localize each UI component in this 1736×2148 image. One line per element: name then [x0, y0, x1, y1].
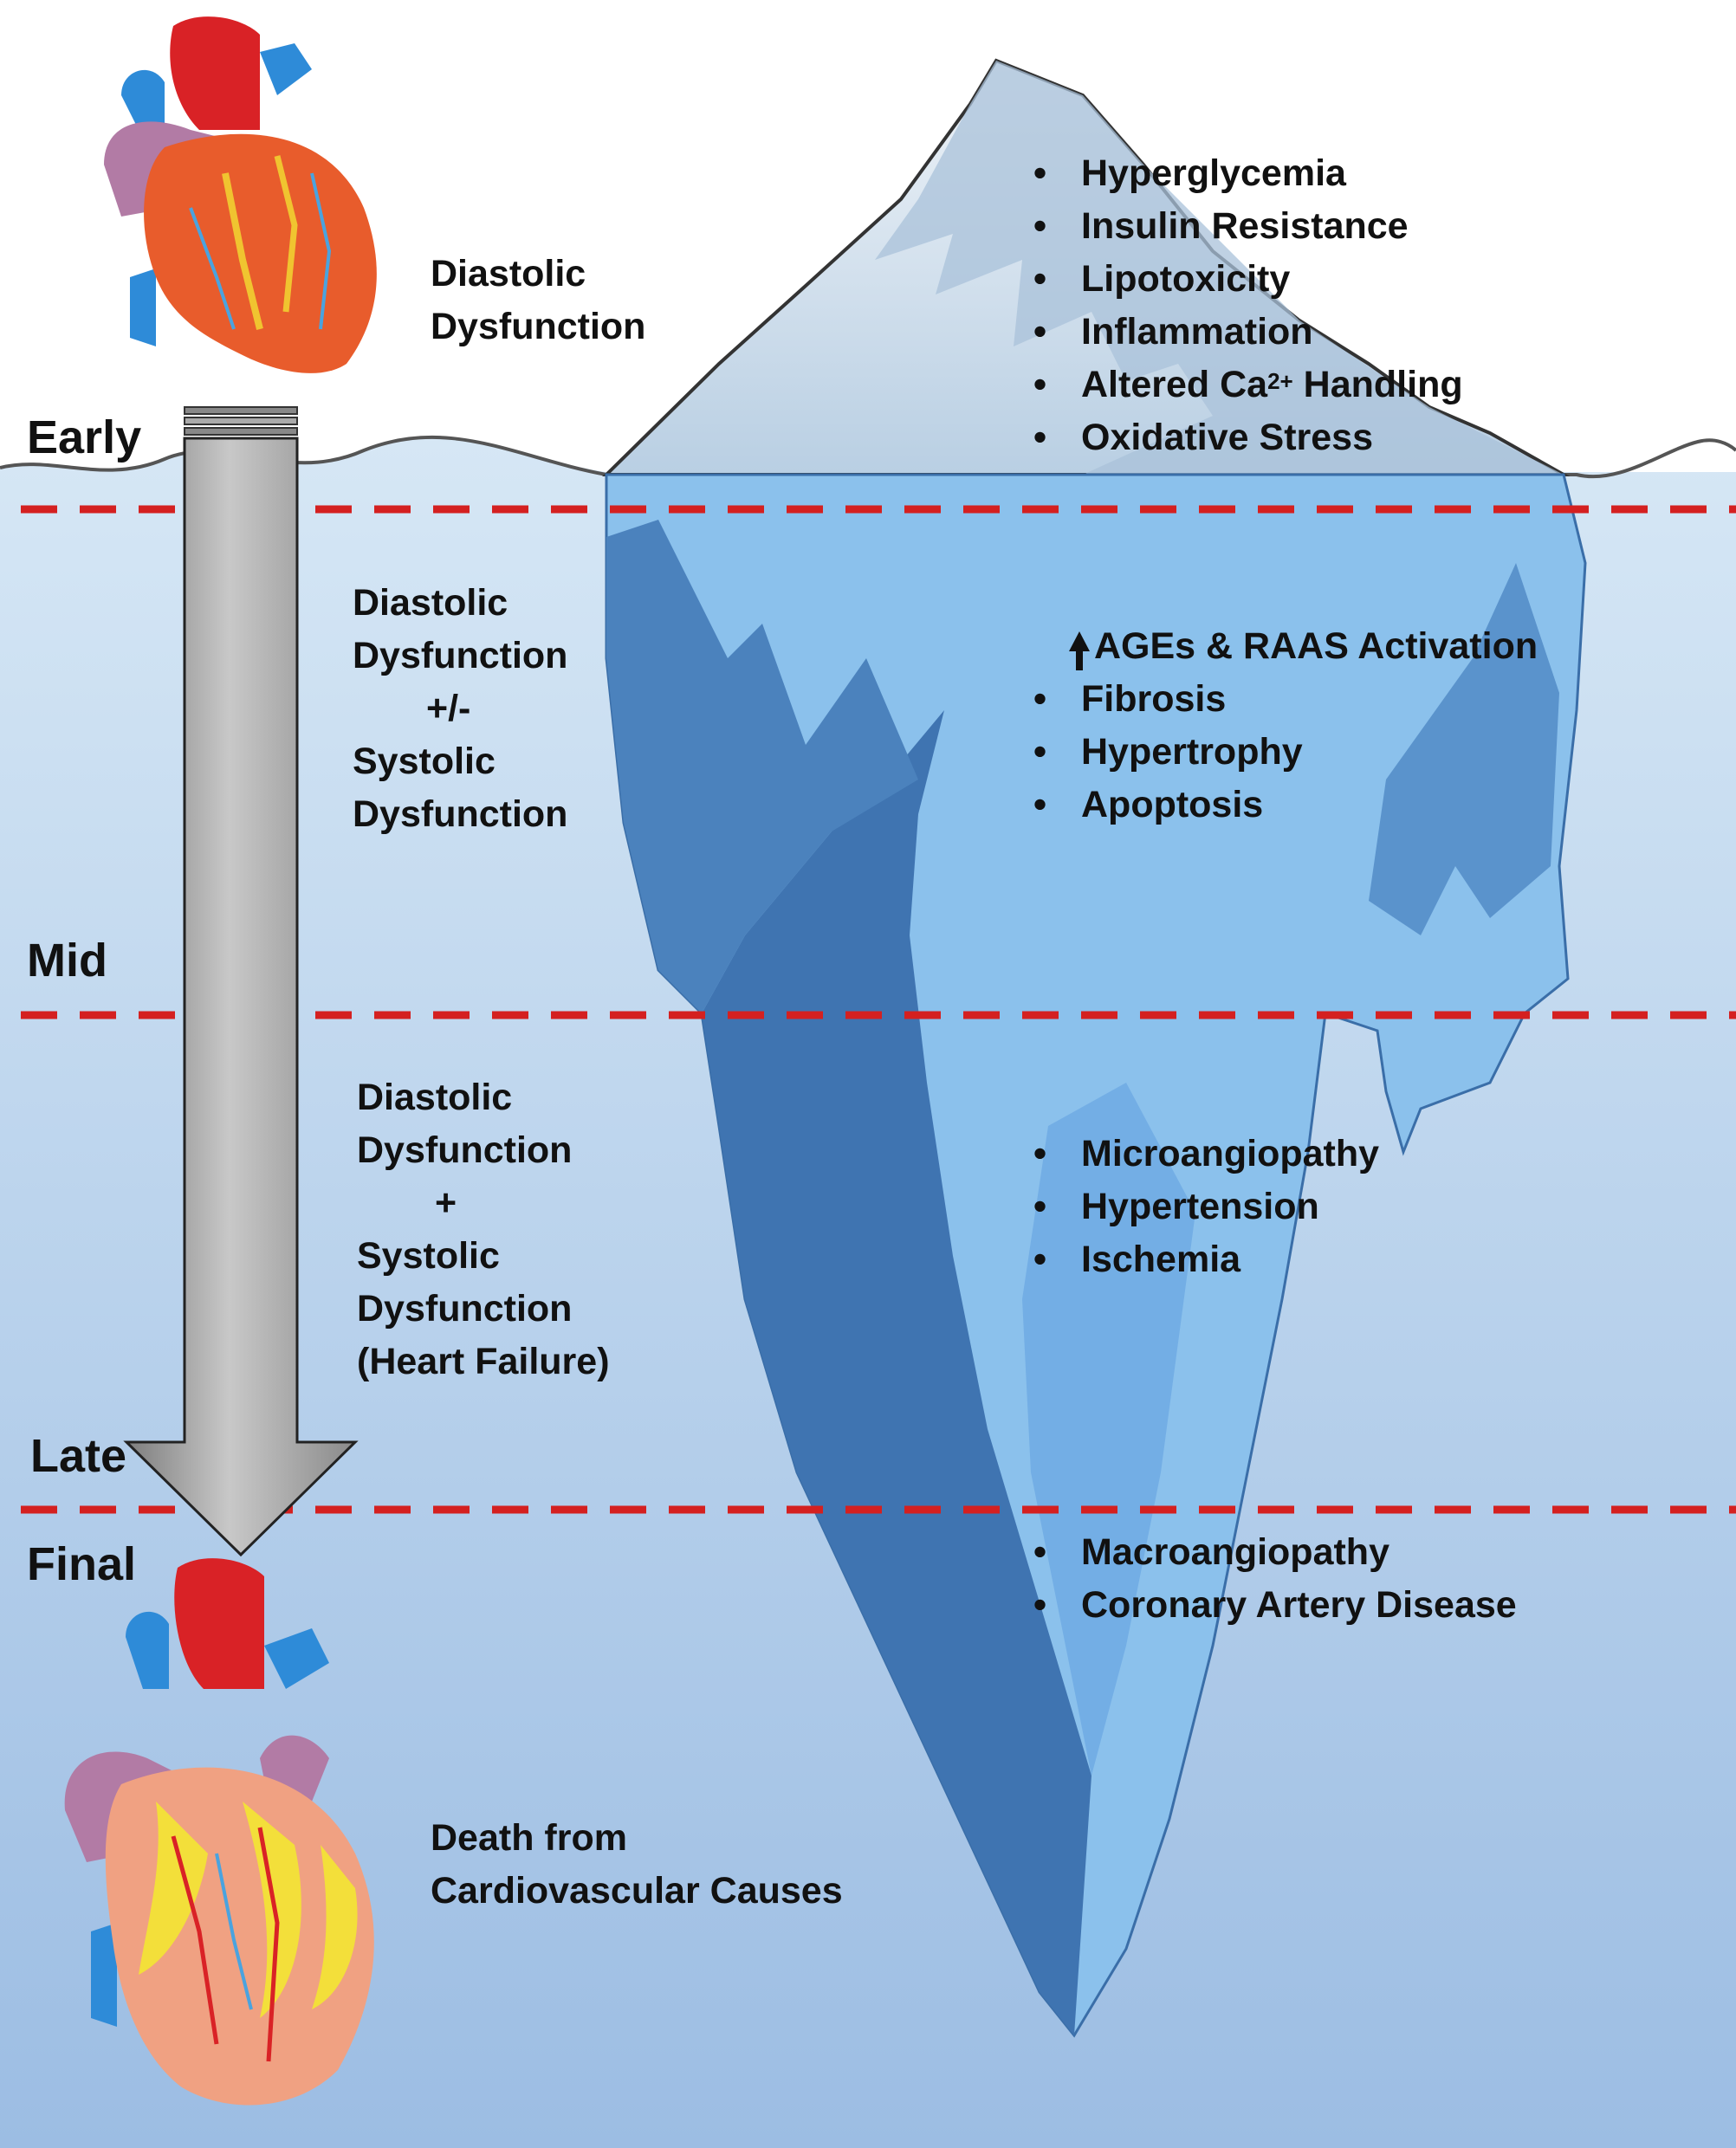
iceberg-deep-shade [702, 710, 1091, 2035]
factors-middle: Microangiopathy Hypertension Ischemia [1033, 1128, 1379, 1286]
factor-item: Coronary Artery Disease [1033, 1579, 1517, 1632]
factor-item: Apoptosis [1033, 779, 1538, 831]
up-arrow-icon [1069, 631, 1090, 670]
stage-label-early: Early [27, 411, 142, 463]
calcium-suffix: Handling [1292, 364, 1463, 405]
factor-item: Hypertrophy [1033, 726, 1538, 779]
description-line: Dysfunction [353, 635, 568, 676]
description-late: Diastolic Dysfunction + Systolic Dysfunc… [357, 1071, 610, 1388]
factors-lower: Macroangiopathy Coronary Artery Disease [1033, 1526, 1517, 1632]
factor-item: Microangiopathy [1033, 1128, 1379, 1181]
factor-item: Hyperglycemia [1033, 147, 1463, 200]
description-line: + [435, 1182, 457, 1224]
factor-item: Fibrosis [1033, 673, 1538, 726]
iceberg-mid-shade [606, 520, 918, 1013]
description-line: Dysfunction [357, 1129, 573, 1171]
factors-tip: Hyperglycemia Insulin Resistance Lipotox… [1033, 147, 1463, 464]
stage-label-mid: Mid [27, 935, 107, 987]
factor-item: Macroangiopathy [1033, 1526, 1517, 1579]
description-line: Diastolic [357, 1077, 513, 1118]
factor-item: Insulin Resistance [1033, 200, 1463, 253]
description-line: Dysfunction [353, 793, 568, 835]
description-line: (Heart Failure) [357, 1341, 610, 1382]
stage-label-late: Late [30, 1430, 127, 1482]
heart-icon [104, 16, 377, 373]
description-line: Death from [431, 1817, 627, 1859]
calcium-prefix: Altered Ca [1081, 364, 1268, 405]
description-mid: Diastolic Dysfunction +/- Systolic Dysfu… [353, 577, 567, 841]
description-line: Cardiovascular Causes [431, 1870, 843, 1912]
factor-item: Ischemia [1033, 1233, 1379, 1286]
description-line: +/- [426, 688, 471, 729]
description-line: Dysfunction [431, 306, 646, 347]
description-line: Systolic [357, 1235, 500, 1277]
factor-item-calcium: Altered Ca2+ Handling [1033, 359, 1463, 411]
damaged-heart-icon [64, 1558, 374, 2106]
factor-item-ages: AGEs & RAAS Activation [1033, 620, 1538, 673]
stage-label-final: Final [27, 1538, 137, 1590]
factor-item: Lipotoxicity [1033, 253, 1463, 306]
description-early: Diastolic Dysfunction [431, 248, 645, 353]
factors-upper: AGEs & RAAS Activation Fibrosis Hypertro… [1033, 620, 1538, 831]
calcium-superscript: 2+ [1267, 368, 1293, 394]
down-arrow-icon [123, 406, 359, 1557]
description-line: Diastolic [353, 582, 508, 624]
description-final: Death from Cardiovascular Causes [431, 1812, 843, 1918]
water-surface [0, 435, 1736, 479]
description-line: Dysfunction [357, 1288, 573, 1330]
description-line: Diastolic [431, 253, 586, 294]
factor-item: Inflammation [1033, 306, 1463, 359]
factor-item-label: AGEs & RAAS Activation [1094, 625, 1538, 667]
factor-item: Hypertension [1033, 1181, 1379, 1233]
description-line: Systolic [353, 741, 496, 782]
factor-item: Oxidative Stress [1033, 411, 1463, 464]
